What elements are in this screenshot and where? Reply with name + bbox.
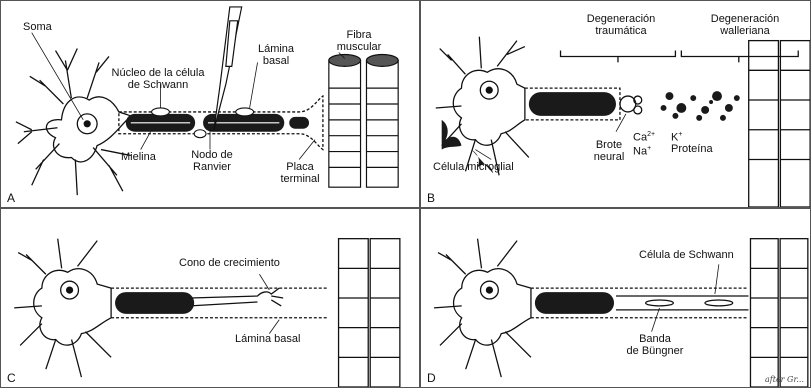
growth-cone — [190, 288, 283, 306]
label-basal-lamina-1: Lámina — [251, 43, 301, 55]
schwann-nucleus — [152, 108, 170, 116]
label-wallerian-2: walleriana — [687, 25, 803, 37]
label-sprout-1: Brote — [589, 139, 629, 151]
label-potassium: K+ — [671, 129, 682, 144]
label-schwann-nucleus-2: de Schwann — [93, 79, 223, 91]
label-end-plate-1: Placa — [275, 161, 325, 173]
panel-letter-d: D — [427, 371, 436, 385]
label-ranvier-1: Nodo de — [187, 149, 237, 161]
label-traumatic-2: traumática — [563, 25, 679, 37]
panel-letter-c: C — [7, 371, 16, 385]
soma-outline — [46, 97, 130, 162]
label-bungner-1: Banda — [617, 333, 693, 345]
label-muscle-fiber-1: Fibra — [329, 29, 389, 41]
panel-b: Degeneración traumática Degeneración wal… — [420, 0, 811, 208]
panel-letter-a: A — [7, 191, 15, 205]
panel-letter-b: B — [427, 191, 435, 205]
label-bungner-2: de Büngner — [617, 345, 693, 357]
label-ranvier-2: Ranvier — [187, 161, 237, 173]
label-wallerian-1: Degeneración — [687, 13, 803, 25]
label-muscle-fiber-2: muscular — [329, 41, 389, 53]
label-sodium: Na+ — [633, 143, 651, 158]
label-basal-lamina-2: basal — [251, 55, 301, 67]
label-end-plate-2: terminal — [275, 173, 325, 185]
label-growth-cone: Cono de crecimiento — [179, 257, 280, 269]
label-microglia: Célula microglial — [433, 161, 514, 173]
label-protein: Proteína — [671, 143, 713, 155]
label-myelin: Mielina — [121, 151, 156, 163]
label-basal-lamina-c: Lámina basal — [235, 333, 300, 345]
label-schwann-cell: Célula de Schwann — [639, 249, 734, 261]
bungner-band — [616, 296, 749, 310]
muscle-fibers — [329, 54, 398, 187]
panel-d-drawing — [421, 209, 810, 387]
label-calcium: Ca2+ — [633, 129, 655, 144]
label-sprout-2: neural — [589, 151, 629, 163]
label-traumatic-1: Degeneración — [563, 13, 679, 25]
panel-c-drawing — [1, 209, 419, 387]
label-schwann-nucleus-1: Núcleo de la célula — [93, 67, 223, 79]
label-soma: Soma — [23, 21, 52, 33]
panel-d: Célula de Schwann Banda de Büngner after… — [420, 208, 811, 388]
panel-c: Cono de crecimiento Lámina basal C — [0, 208, 420, 388]
panel-a: Soma Núcleo de la célula de Schwann Lámi… — [0, 0, 420, 208]
artist-signature: after Gr... — [765, 375, 804, 384]
